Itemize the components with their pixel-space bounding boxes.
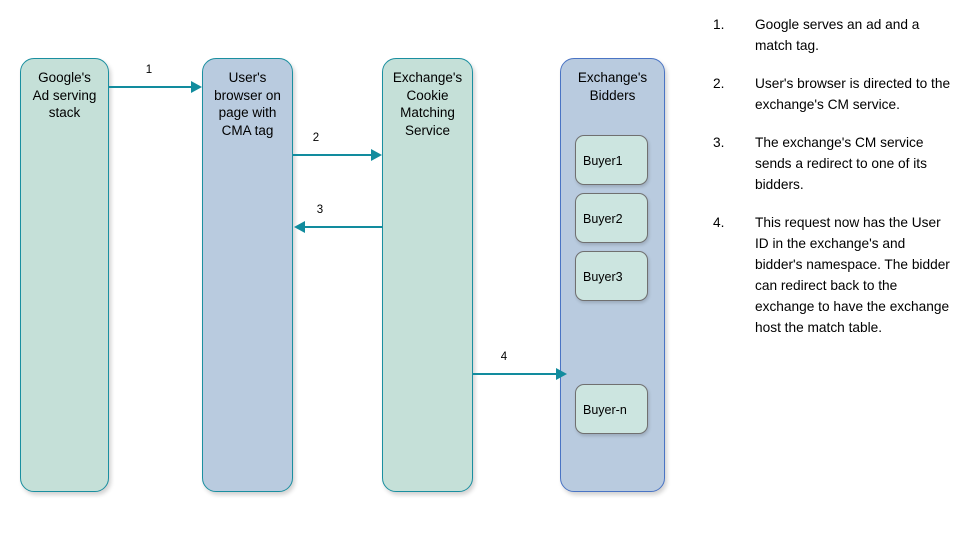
buyer-box: Buyer-n [575, 384, 648, 434]
process-box-google-ad-serving-stack: Google's Ad serving stack [20, 58, 109, 492]
arrow-3-line [305, 226, 383, 229]
arrow-3-label: 3 [316, 204, 324, 216]
arrow-3-head-icon [294, 221, 305, 233]
list-item-number: 4. [713, 215, 725, 230]
process-box-label: Exchange's Bidders [577, 70, 648, 103]
list-item: 4. This request now has the User ID in t… [705, 212, 953, 338]
buyer-box: Buyer2 [575, 193, 648, 243]
list-item-text: This request now has the User ID in the … [755, 215, 950, 335]
list-item-number: 1. [713, 17, 725, 32]
list-item-number: 2. [713, 76, 725, 91]
process-box-label: User's browser on page with CMA tag [214, 70, 281, 138]
process-box-user-browser: User's browser on page with CMA tag [202, 58, 293, 492]
process-box-label: Exchange's Cookie Matching Service [392, 70, 463, 138]
list-item-number: 3. [713, 135, 725, 150]
arrow-2-line [293, 154, 373, 157]
arrow-4-label: 4 [500, 351, 508, 363]
list-item: 1. Google serves an ad and a match tag. [705, 14, 953, 56]
buyer-box: Buyer1 [575, 135, 648, 185]
arrow-1-head-icon [191, 81, 202, 93]
process-box-label: Google's Ad serving stack [32, 70, 97, 120]
buyer-box: Buyer3 [575, 251, 648, 301]
list-item-text: User's browser is directed to the exchan… [755, 76, 951, 112]
arrow-4-line [473, 373, 558, 376]
arrow-2-head-icon [371, 149, 382, 161]
arrow-1-line [109, 86, 193, 89]
list-item-text: The exchange's CM service sends a redire… [755, 135, 927, 192]
process-box-exchange-cookie-matching-service: Exchange's Cookie Matching Service [382, 58, 473, 492]
list-item: 2. User's browser is directed to the exc… [705, 73, 953, 115]
list-item-text: Google serves an ad and a match tag. [755, 17, 920, 53]
arrow-1-label: 1 [145, 64, 153, 76]
arrow-2-label: 2 [312, 132, 320, 144]
steps-list: 1. Google serves an ad and a match tag. … [705, 14, 953, 355]
list-item: 3. The exchange's CM service sends a red… [705, 132, 953, 195]
arrow-4-head-icon [556, 368, 567, 380]
